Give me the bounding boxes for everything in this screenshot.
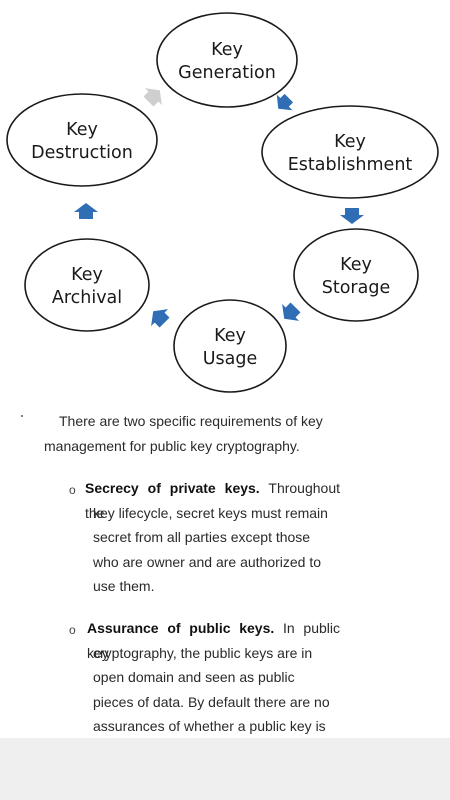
intro-line-2-row: management for public key cryptography.: [44, 434, 340, 459]
bullet-2-line-2: cryptography, the public keys are in: [93, 645, 313, 661]
bullet-1-line-4: who are owner and are authorized to: [93, 554, 322, 570]
bullet-2-line-4: pieces of data. By default there are no: [93, 694, 330, 710]
node-key-storage-line2: Storage: [322, 278, 390, 298]
bullet-2-title: Assurance of public keys.: [87, 620, 275, 636]
node-key-generation: Key Generation: [156, 12, 298, 108]
bullet-1-line-3: secret from all parties except those: [93, 529, 311, 545]
bullet-1-first-line-rest: Throughout the: [85, 480, 340, 521]
arrow-establishment-to-storage: [340, 208, 364, 224]
arrow-destruction-to-generation: [143, 88, 162, 107]
node-key-destruction-line2: Destruction: [31, 143, 133, 163]
arrow-usage-to-archival: [151, 309, 170, 328]
bullet-1-title: Secrecy of private keys.: [85, 480, 260, 496]
node-key-establishment-line1: Key: [334, 132, 366, 152]
node-key-destruction-line1: Key: [66, 120, 98, 140]
intro-line-1-row: There are two specific requirements of k…: [44, 409, 340, 434]
bullet-1-line-2: key lifecycle, secret keys must remain: [93, 505, 328, 521]
bullet-1-first-line: Secrecy of private keys. Throughout the: [85, 476, 340, 525]
bullet-2-line-5: assurances of whether a public key is: [93, 718, 326, 734]
node-key-establishment: Key Establishment: [261, 105, 439, 199]
bottom-panel: [0, 738, 450, 800]
bullet-2-first-line: Assurance of public keys. In public key: [87, 616, 340, 665]
node-key-storage: Key Storage: [293, 228, 419, 322]
arrow-storage-to-usage: [282, 302, 301, 321]
bullet-1-marker: o: [69, 483, 76, 497]
node-key-storage-line1: Key: [340, 255, 372, 275]
bullet-2-line-3: open domain and seen as public: [93, 669, 295, 685]
node-key-usage-line2: Usage: [203, 349, 258, 369]
node-key-generation-line2: Generation: [178, 63, 276, 83]
node-key-archival-line1: Key: [71, 265, 103, 285]
bullet-1-line-5: use them.: [93, 578, 155, 594]
node-key-archival-line2: Archival: [52, 288, 122, 308]
node-key-usage-line1: Key: [214, 326, 246, 346]
node-key-generation-line1: Key: [211, 40, 243, 60]
intro-line-1: There are two specific requirements of k…: [59, 413, 323, 429]
bullet-2-marker: o: [69, 623, 76, 637]
node-key-usage: Key Usage: [173, 299, 287, 393]
node-key-establishment-line2: Establishment: [288, 155, 413, 175]
list-dot-marker: [21, 415, 23, 417]
arrow-archival-to-destruction: [74, 203, 98, 219]
key-lifecycle-diagram: Key Generation Key Establishment Key Sto…: [6, 12, 439, 393]
bullet-2-first-line-rest: In public key: [87, 620, 340, 661]
intro-line-2: management for public key cryptography.: [44, 438, 300, 454]
node-key-destruction: Key Destruction: [6, 93, 158, 187]
arrow-generation-to-establishment: [276, 93, 294, 111]
node-key-archival: Key Archival: [24, 238, 150, 332]
